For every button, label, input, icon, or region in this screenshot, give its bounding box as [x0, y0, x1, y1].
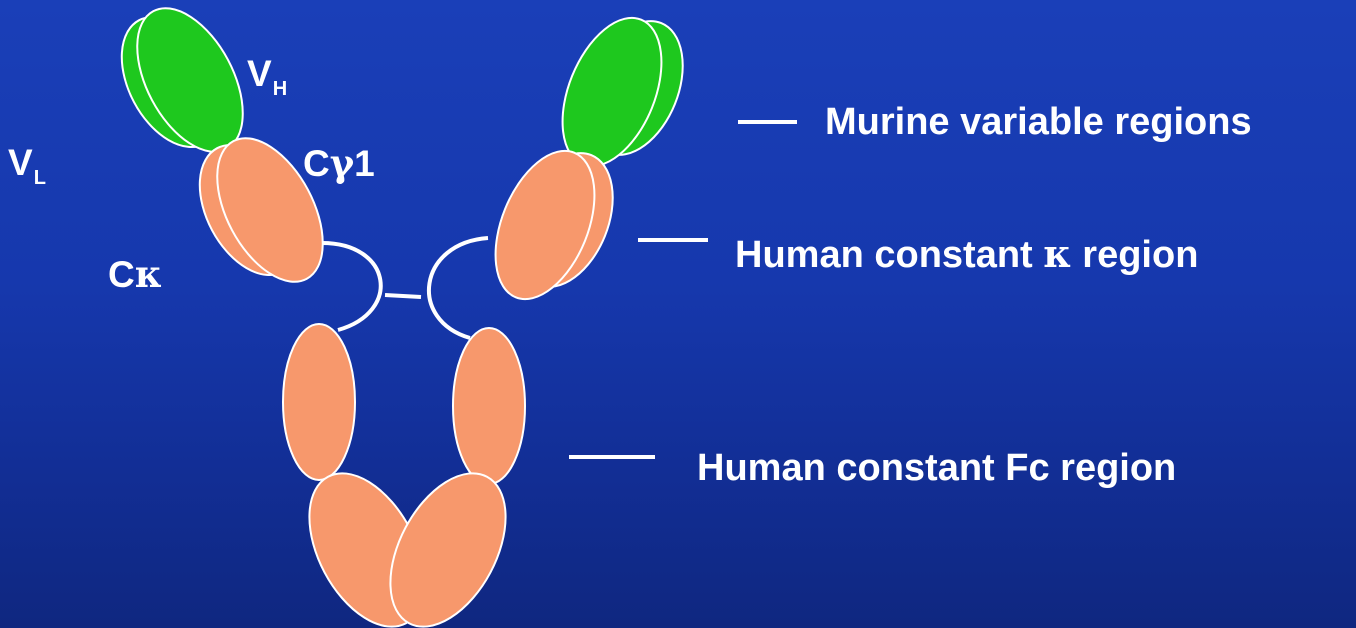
hinge-connectors	[322, 238, 488, 338]
hinge-arc-right	[429, 238, 488, 338]
cgamma1-label-num: 1	[354, 143, 375, 184]
legend-human-constant-kappa: Human constant κ region	[735, 235, 1198, 274]
ckappa-label-greek: κ	[135, 252, 163, 296]
cgamma1-label-c: C	[303, 143, 330, 184]
vl-label: VL	[8, 144, 46, 181]
legend-kappa-greek: κ	[1043, 231, 1071, 276]
ckappa-label-c: C	[108, 254, 135, 295]
vh-label-sub: H	[273, 78, 287, 100]
legend-line-kappa	[638, 238, 708, 242]
vl-label-main: V	[8, 142, 33, 183]
legend-kappa-suffix: region	[1072, 234, 1199, 276]
legend-human-constant-fc: Human constant Fc region	[697, 449, 1176, 487]
vh-label-main: V	[247, 53, 272, 94]
legend-kappa-prefix: Human constant	[735, 234, 1043, 276]
ch2-domain-left	[283, 324, 355, 480]
vl-label-sub: L	[34, 167, 46, 189]
vh-label: VH	[247, 55, 287, 92]
cgamma1-label-greek: γ	[330, 141, 354, 185]
antibody-domains	[101, 0, 701, 628]
disulfide-bridge	[385, 295, 421, 297]
legend-murine-variable: Murine variable regions	[825, 103, 1252, 141]
legend-line-fc	[569, 455, 655, 459]
legend-line-murine	[738, 120, 797, 124]
ckappa-label: Cκ	[108, 256, 162, 293]
ch2-domain-right	[453, 328, 525, 484]
hinge-arc-left	[322, 243, 381, 330]
cgamma1-label: Cγ1	[303, 145, 375, 182]
